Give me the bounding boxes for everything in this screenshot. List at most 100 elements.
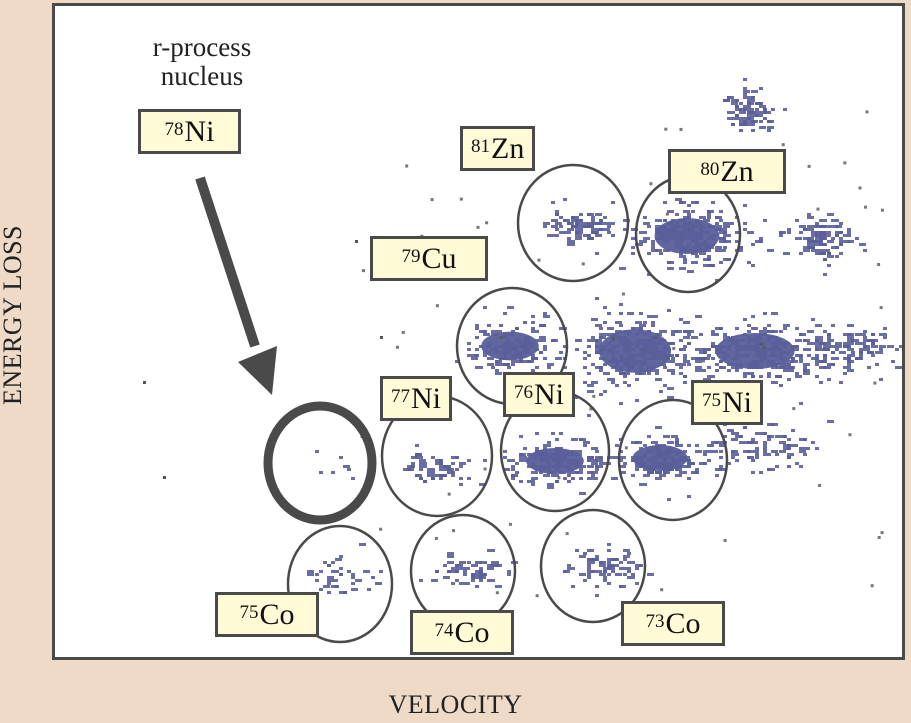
count-pixel <box>575 339 582 342</box>
count-pixel <box>663 456 667 459</box>
count-pixel <box>723 357 727 360</box>
count-pixel <box>747 120 751 123</box>
count-pixel <box>723 258 730 261</box>
count-pixel <box>647 468 654 471</box>
count-pixel <box>763 357 767 360</box>
count-pixel <box>587 414 591 417</box>
count-pixel <box>519 459 523 462</box>
count-pixel <box>691 357 695 360</box>
count-pixel <box>575 231 579 234</box>
count-pixel <box>831 345 835 348</box>
count-pixel <box>459 582 463 585</box>
count-pixel <box>695 246 702 249</box>
count-pixel <box>858 186 862 190</box>
count-pixel <box>727 96 731 99</box>
count-pixel <box>687 234 691 237</box>
count-pixel <box>775 375 782 378</box>
count-pixel <box>635 468 639 471</box>
count-pixel <box>603 576 607 579</box>
count-pixel <box>431 456 435 459</box>
mass-number: 74 <box>434 619 454 641</box>
count-pixel <box>667 222 671 225</box>
count-pixel <box>727 111 731 114</box>
count-pixel <box>743 90 750 93</box>
count-pixel <box>743 375 747 378</box>
count-pixel <box>671 369 675 372</box>
count-pixel <box>623 336 627 339</box>
count-pixel <box>615 330 622 333</box>
count-pixel <box>643 468 650 471</box>
count-pixel <box>743 228 747 231</box>
count-pixel <box>591 462 598 465</box>
count-pixel <box>567 243 571 246</box>
count-pixel <box>431 579 438 582</box>
count-pixel <box>671 234 675 237</box>
count-pixel <box>667 210 674 213</box>
count-pixel <box>823 360 827 363</box>
count-pixel <box>495 369 499 372</box>
count-pixel <box>763 453 767 456</box>
count-pixel <box>699 234 703 237</box>
count-pixel <box>663 462 670 465</box>
count-pixel <box>771 342 778 345</box>
count-pixel <box>667 453 671 456</box>
count-pixel <box>503 351 510 354</box>
count-pixel <box>491 564 495 567</box>
element-symbol: Zn <box>720 154 754 188</box>
mass-number: 75 <box>239 601 259 623</box>
count-pixel <box>551 474 555 477</box>
count-pixel <box>755 351 759 354</box>
count-pixel <box>599 573 606 576</box>
count-pixel <box>639 564 643 567</box>
count-pixel <box>635 342 642 345</box>
count-pixel <box>475 327 479 330</box>
count-pixel <box>759 120 763 123</box>
count-pixel <box>783 252 790 255</box>
count-pixel <box>743 96 747 99</box>
count-pixel <box>623 372 630 375</box>
count-pixel <box>411 465 415 468</box>
count-pixel <box>659 462 666 465</box>
count-pixel <box>635 345 639 348</box>
count-pixel <box>819 243 823 246</box>
count-pixel <box>871 345 878 348</box>
count-pixel <box>587 549 594 552</box>
count-pixel <box>535 450 539 453</box>
count-pixel <box>799 231 803 234</box>
count-pixel <box>691 336 698 339</box>
count-pixel <box>771 363 778 366</box>
count-pixel <box>687 204 691 207</box>
count-pixel <box>755 456 759 459</box>
count-pixel <box>747 105 751 108</box>
count-pixel <box>619 357 623 360</box>
count-pixel <box>455 456 459 459</box>
count-pixel <box>511 465 515 468</box>
count-pixel <box>647 450 654 453</box>
count-pixel <box>703 348 710 351</box>
count-pixel <box>567 240 571 243</box>
count-pixel <box>767 249 774 252</box>
count-pixel <box>643 363 647 366</box>
count-pixel <box>695 219 699 222</box>
count-pixel <box>587 225 594 228</box>
count-pixel <box>427 468 431 471</box>
count-pixel <box>867 351 874 354</box>
count-pixel <box>591 474 595 477</box>
count-pixel <box>443 465 447 468</box>
count-pixel <box>355 579 362 582</box>
count-pixel <box>591 216 595 219</box>
count-pixel <box>855 342 859 345</box>
count-pixel <box>523 339 527 342</box>
count-pixel <box>675 363 679 366</box>
count-pixel <box>847 234 851 237</box>
count-pixel <box>775 465 779 468</box>
count-pixel <box>627 312 634 315</box>
count-pixel <box>611 456 615 459</box>
count-pixel <box>659 228 666 231</box>
count-pixel <box>547 456 554 459</box>
count-pixel <box>675 246 679 249</box>
count-pixel <box>807 342 811 345</box>
count-pixel <box>623 462 627 465</box>
count-pixel <box>703 357 710 360</box>
count-pixel <box>779 450 786 453</box>
